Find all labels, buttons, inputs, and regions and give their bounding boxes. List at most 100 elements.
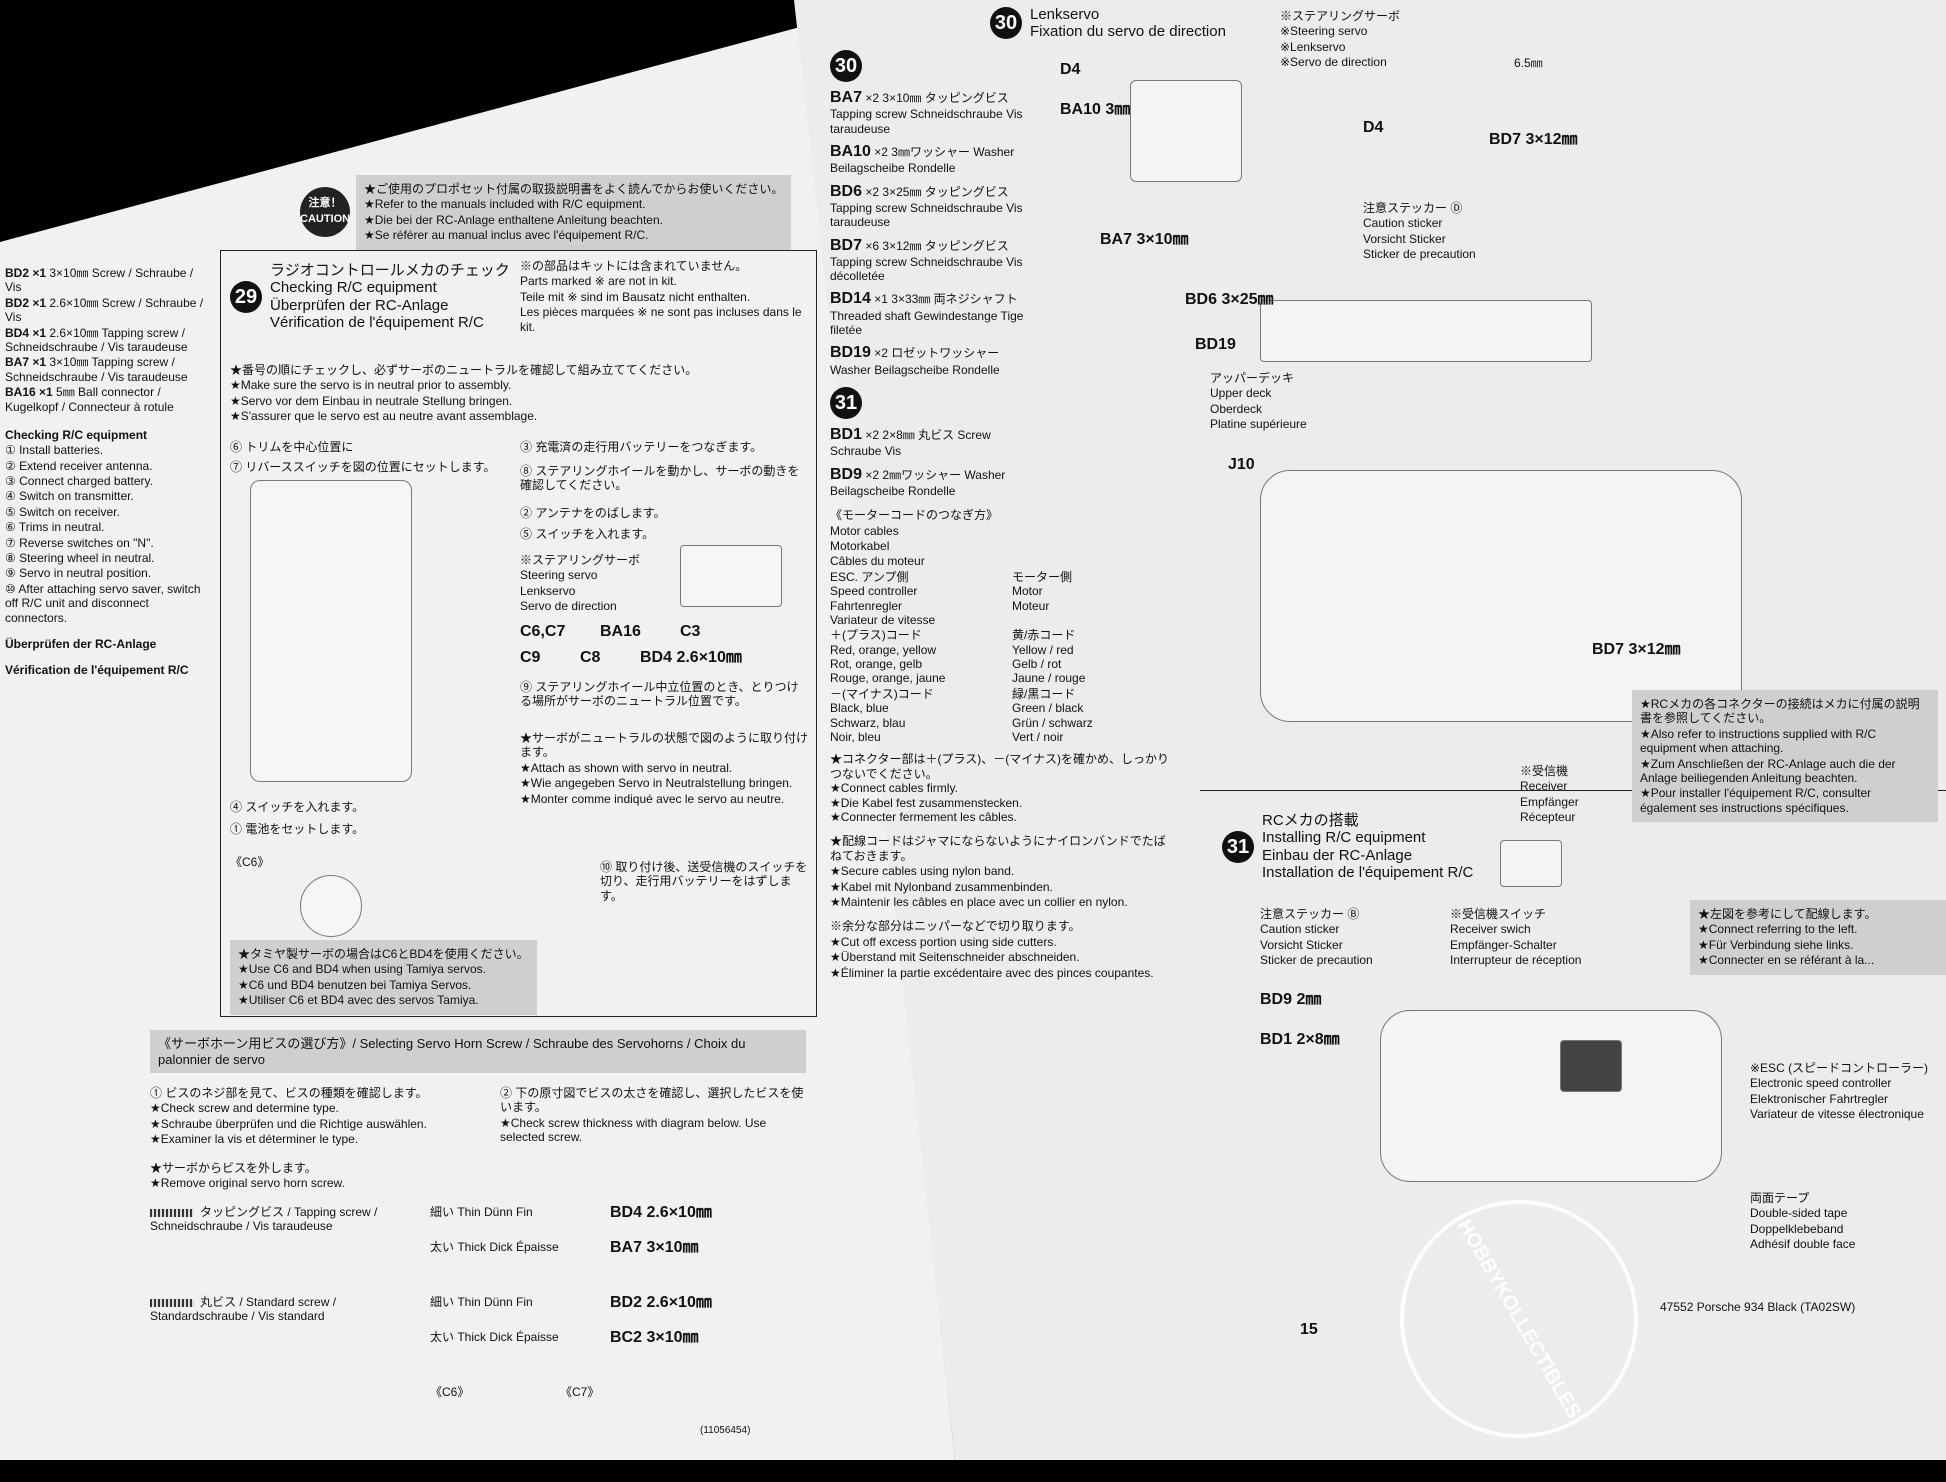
horn-screw-title: 《サーボホーン用ビスの選び方》/ Selecting Servo Horn Sc… (150, 1030, 806, 1074)
note-line: ★Pour installer l'équipement R/C, consul… (1640, 786, 1872, 815)
watermark-text: HOBBYKOLLECTIBLES (1453, 1215, 1585, 1423)
part-label: C6,C7 (520, 623, 566, 640)
callout: ⑥ トリムを中心位置に (230, 440, 354, 454)
note-line: ★Attach as shown with servo in neutral. (520, 760, 733, 775)
intro-line: ★S'assurer que le servo est au neutre av… (230, 409, 538, 424)
part-qty: ×2 (865, 184, 880, 199)
dimension-label: 6.5㎜ (1514, 56, 1543, 70)
label-line: Noir, bleu (830, 730, 881, 745)
step-title-jp: ラジオコントロールメカのチェック (270, 262, 510, 279)
part-code: BD4 ×1 (5, 325, 47, 340)
upper-deck-drawing (1260, 300, 1592, 362)
part-desc: 3×12㎜ タッピングビス Tapping screw Schneidschra… (830, 238, 1023, 284)
guide-title: 《モーターコードのつなぎ方》 (830, 508, 999, 523)
note-line: ★Zum Anschließen der RC-Anlage auch die … (1640, 756, 1896, 785)
note-line: ★サーボからビスを外します。 (150, 1161, 317, 1175)
steering-servo-drawing (1130, 80, 1242, 182)
part-qty: ×1 (874, 292, 888, 307)
label-line: Moteur (1012, 598, 1050, 613)
part-qty: ×2 (874, 144, 888, 159)
label-line: 注意ステッカー Ⓑ (1260, 907, 1360, 921)
step-title-fr: Installation de l'équipement R/C (1262, 863, 1474, 881)
step29-header: 29 ラジオコントロールメカのチェック Checking R/C equipme… (230, 262, 510, 331)
note-line: ★Utiliser C6 et BD4 avec des servos Tami… (238, 993, 479, 1008)
label-line: ※受信機 (1520, 764, 1569, 778)
note-line: ① ビスのネジ部を見て、ビスの種類を確認します。 (150, 1086, 428, 1100)
label-line: Rot, orange, gelb (830, 657, 923, 672)
part-label: C9 (520, 649, 541, 666)
label-line: －(マイナス)コード (830, 686, 934, 701)
part-desc: 5㎜ Ball connector / Kugelkopf / Connecte… (5, 385, 174, 414)
label-line: ★配線コードはジャマにならないようにナイロンバンドでたばねておきます。 (830, 834, 1166, 863)
servo-drawing (680, 545, 782, 607)
label-line: Grün / schwarz (1012, 715, 1093, 730)
label-line: Caution sticker (1363, 216, 1443, 231)
part-code: BA7 (830, 89, 863, 106)
instruction-line: ③ Connect charged battery. (5, 474, 153, 489)
step-title-fr: Vérification de l'équipement R/C (270, 313, 484, 331)
label-line: ★Connect cables firmly. (830, 781, 958, 796)
note-line: ★Schraube überprüfen und die Richtige au… (150, 1116, 427, 1131)
label-line: アッパーデッキ (1210, 371, 1295, 385)
note-line: ※の部品はキットには含まれていません。 (520, 259, 748, 273)
caution-text: ★ご使用のプロポセット付属の取扱説明書をよく読んでからお使いください。 ★Ref… (356, 175, 792, 250)
part-desc: 3×10㎜ Screw / Schraube / Vis (5, 266, 194, 295)
esc-label: ※ESC (スピードコントローラー)Electronic speed contr… (1750, 1060, 1940, 1123)
steering-servo-label: ※ステアリングサーボ※Steering servo※Lenkservo※Serv… (1280, 8, 1400, 71)
callout: ⑩ 取り付け後、送受信機のスイッチを切り、走行用バッテリーをはずします。 (600, 860, 808, 903)
label-line: Speed controller (830, 584, 918, 599)
instruction-line: ② Extend receiver antenna. (5, 458, 153, 473)
label-line: ★Die Kabel fest zusammenstecken. (830, 795, 1023, 810)
label-line: 黄/赤コード (1012, 628, 1076, 643)
label-line: Servo de direction (520, 599, 617, 614)
note-line: ★サーボがニュートラルの状態で図のように取り付けます。 (520, 731, 809, 760)
label-line: ※Lenkservo (1280, 39, 1346, 54)
product-footer: 47552 Porsche 934 Black (TA02SW) (1660, 1300, 1856, 1314)
part-desc: 2.6×10㎜ Screw / Schraube / Vis (5, 295, 204, 325)
note-line: ★タミヤ製サーボの場合はC6とBD4を使用ください。 (238, 947, 529, 961)
esc-unit-drawing (1560, 1040, 1622, 1092)
label-line: Elektronischer Fahrtregler (1750, 1091, 1889, 1106)
part-code: BD1 (830, 426, 863, 444)
horn-label: 《C6》 (230, 855, 270, 869)
note-line: Parts marked ※ are not in kit. (520, 274, 677, 289)
horn-step2: ② 下の原寸図でビスの太さを確認し、選択したビスを使います。 ★Check sc… (500, 1085, 810, 1146)
part-code: BD19 (830, 344, 871, 362)
callout: ① 電池をセットします。 (230, 822, 365, 836)
part-qty: ×2 (865, 428, 880, 443)
part-desc: 3×33㎜ 両ネジシャフト Threaded shaft Gewindestan… (830, 292, 1024, 338)
part-code: BD6 (830, 182, 863, 200)
caution-badge-en: CAUTION (300, 213, 351, 226)
label-line: Motor (1012, 584, 1043, 599)
callout: ④ スイッチを入れます。 (230, 800, 365, 814)
chassis-rc-drawing (1380, 1010, 1722, 1182)
label-line: ※Steering servo (1280, 24, 1368, 39)
instruction-line: ⑧ Steering wheel in neutral. (5, 551, 155, 566)
label-line: Steering servo (520, 568, 598, 583)
footer-code: (11056454) (700, 1425, 751, 1436)
label-line: Variateur de vitesse (830, 612, 936, 627)
horn-remove: ★サーボからビスを外します。 ★Remove original servo ho… (150, 1160, 345, 1192)
result-label: BA7 3×10㎜ (610, 1239, 699, 1256)
heading: Überprüfen der RC-Anlage (5, 636, 157, 651)
label-line: Oberdeck (1210, 401, 1263, 416)
sticker-drawing (1500, 840, 1562, 887)
note-line: ★Also refer to instructions supplied wit… (1640, 726, 1877, 756)
note-line: ★Connecter en se référant à la... (1698, 953, 1875, 968)
label-line: ※ステアリングサーボ (520, 553, 641, 567)
cut-note: ※余分な部分はニッパーなどで切り取ります。★Cut off excess por… (830, 919, 1170, 980)
neutral-note: ★サーボがニュートラルの状態で図のように取り付けます。 ★Attach as s… (520, 730, 810, 807)
label-line: ★コネクター部は＋(プラス)、－(マイナス)を確かめ、しっかりつないでください。 (830, 752, 1170, 781)
instruction-line: ⑨ Servo in neutral position. (5, 566, 152, 581)
part-label: D4 (1060, 61, 1081, 78)
label-line: ★Connecter fermement les câbles. (830, 810, 1017, 824)
label-line: Empfänger (1520, 794, 1579, 809)
part-qty: ×2 (865, 91, 880, 105)
part-label: BD9 2㎜ (1260, 991, 1322, 1008)
not-included-note: ※の部品はキットには含まれていません。 Parts marked ※ are n… (520, 258, 810, 335)
label-line: Jaune / rouge (1012, 671, 1086, 686)
label-line: Upper deck (1210, 386, 1272, 401)
